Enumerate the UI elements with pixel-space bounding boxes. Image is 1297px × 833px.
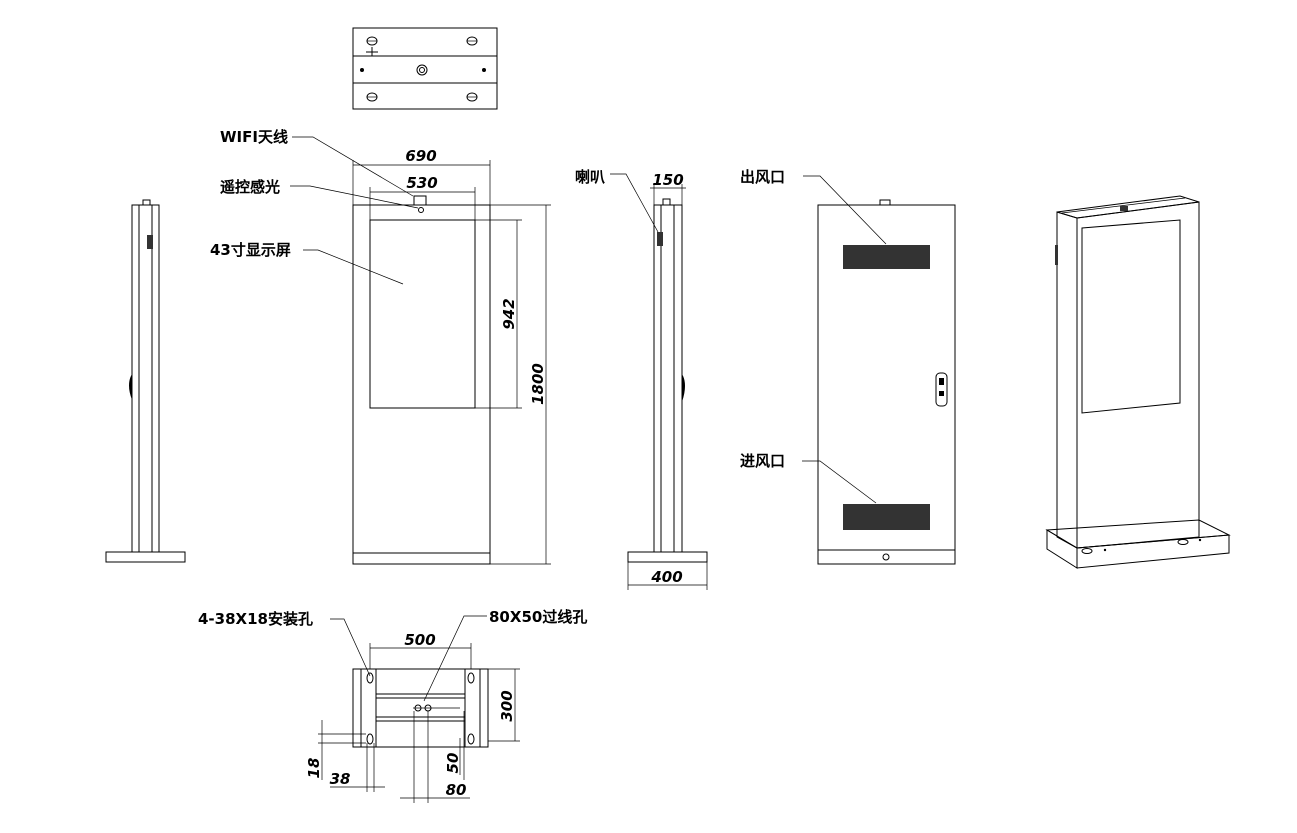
label-speaker: 喇叭: [575, 168, 605, 186]
label-cable-hole: 80X50过线孔: [489, 608, 587, 626]
dim-depth-top: 150: [652, 171, 683, 189]
label-inlet: 进风口: [740, 452, 785, 470]
perspective-view: [1045, 195, 1231, 569]
left-side-view: [105, 199, 186, 563]
front-view: [352, 195, 491, 565]
base-view: [352, 668, 489, 748]
dim-cable-offset: 50: [444, 753, 462, 774]
dim-height-total: 1800: [529, 363, 547, 405]
dim-hole-h: 18: [305, 758, 323, 779]
dim-hole-w: 38: [330, 770, 351, 788]
right-side-view: 喇叭 150 400: [575, 168, 708, 590]
dim-depth-base: 400: [650, 568, 682, 586]
top-view: [352, 27, 498, 110]
dim-base-depth: 300: [498, 690, 516, 721]
base-dimensions: 4-38X18安装孔 80X50过线孔 500 300 18 38 50 80: [198, 608, 587, 803]
label-outlet: 出风口: [740, 168, 785, 186]
front-dimensions: 690 530 942 1800: [352, 147, 551, 565]
rear-view: 出风口 进风口: [740, 168, 956, 565]
dim-base-span: 500: [404, 631, 435, 649]
dim-height-screen: 942: [500, 298, 518, 329]
dim-width-screen: 530: [406, 174, 437, 192]
dim-width-total: 690: [405, 147, 436, 165]
label-wifi: WIFI天线: [220, 128, 288, 146]
label-screen: 43寸显示屏: [210, 241, 291, 259]
front-callouts: WIFI天线 遥控感光 43寸显示屏: [210, 128, 419, 285]
label-remote: 遥控感光: [220, 178, 280, 196]
dim-cable-w: 80: [446, 781, 467, 799]
label-mount-holes: 4-38X18安装孔: [198, 610, 313, 628]
